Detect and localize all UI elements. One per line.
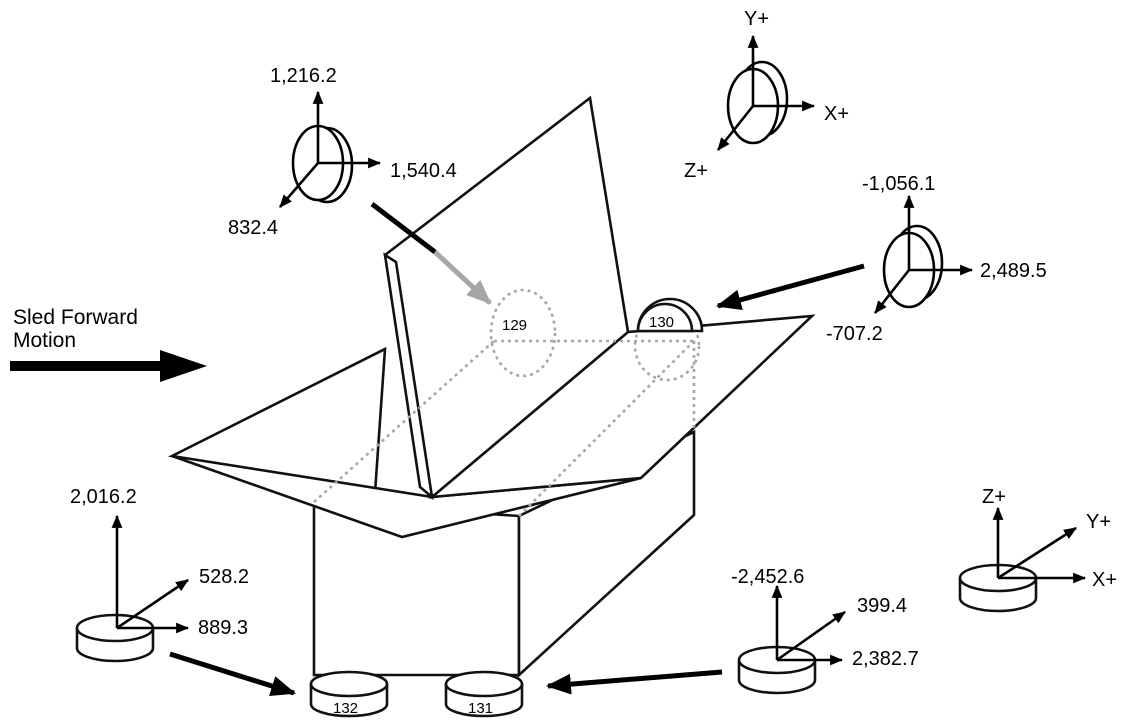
sensor-132-top (309, 670, 389, 698)
pointer-arrow (715, 263, 865, 310)
z-axis-arrow (873, 269, 911, 314)
sensor-129-outline (489, 288, 557, 378)
pointer-arrow (169, 651, 296, 697)
sensor-132-x-value: 889.3 (198, 617, 248, 639)
seat-back-edge (383, 252, 434, 501)
sensor-131-y-value: 399.4 (857, 595, 907, 617)
global-bottom-y-label: Y+ (1086, 511, 1111, 533)
motion-label-line1: Sled Forward (13, 306, 138, 329)
seat-structure: 129 (167, 95, 816, 678)
motion-arrow (10, 350, 207, 382)
y-axis-arrow (116, 578, 189, 630)
sled-motion-group: Sled Forward Motion (10, 306, 207, 382)
global-top-y-label: Y+ (744, 8, 769, 30)
y-axis-arrow (997, 526, 1077, 580)
global-axes-bottom: Z+ Y+ X+ (958, 486, 1117, 613)
global-axes-top: Y+ X+ Z+ (684, 8, 849, 182)
global-top-x-label: X+ (824, 103, 849, 125)
sensor-129-y-value: 1,216.2 (270, 65, 337, 87)
sensor-132-id: 132 (333, 700, 358, 717)
sensor-129-z-value: 832.4 (228, 217, 278, 239)
z-axis-arrow (279, 162, 319, 208)
pointer-arrow-gray (433, 250, 492, 305)
sensor-131-z-value: -2,452.6 (731, 566, 804, 588)
sensor-130-load: -1,056.1 2,489.5 -707.2 (715, 173, 1047, 345)
sensor-130-id: 130 (649, 314, 674, 331)
sensor-130-z-value: -707.2 (826, 323, 883, 345)
sensor-132-z-value: 2,016.2 (70, 486, 137, 508)
sensor-130-body (636, 302, 694, 333)
motion-label-line2: Motion (13, 329, 76, 352)
sensor-132-y-value: 528.2 (199, 566, 249, 588)
base-sensors: 132 131 (309, 670, 524, 718)
sensor-129-id: 129 (502, 317, 527, 334)
sensor-129-load: 1,216.2 1,540.4 832.4 (228, 65, 492, 305)
sensor-131-top (444, 670, 524, 698)
sensor-129-x-value: 1,540.4 (390, 160, 457, 182)
sensor-130-y-value: -1,056.1 (862, 173, 935, 195)
sensor-132-load: 2,016.2 528.2 889.3 (70, 486, 296, 697)
global-bottom-x-label: X+ (1092, 569, 1117, 591)
sensor-130-group: 130 (636, 297, 704, 333)
global-bottom-z-label: Z+ (982, 486, 1006, 508)
z-axis-arrow (716, 105, 755, 151)
pointer-arrow (545, 669, 723, 695)
dotted-line (313, 340, 495, 503)
pointer-arrow (370, 202, 437, 254)
seat-left-wing (167, 346, 387, 495)
sensor-130-x-value: 2,489.5 (980, 260, 1047, 282)
y-axis-arrow (776, 610, 846, 662)
sensor-131-load: -2,452.6 399.4 2,382.7 (545, 566, 919, 695)
global-top-z-label: Z+ (684, 160, 708, 182)
sensor-131-id: 131 (468, 700, 493, 717)
sensor-131-x-value: 2,382.7 (852, 648, 919, 670)
